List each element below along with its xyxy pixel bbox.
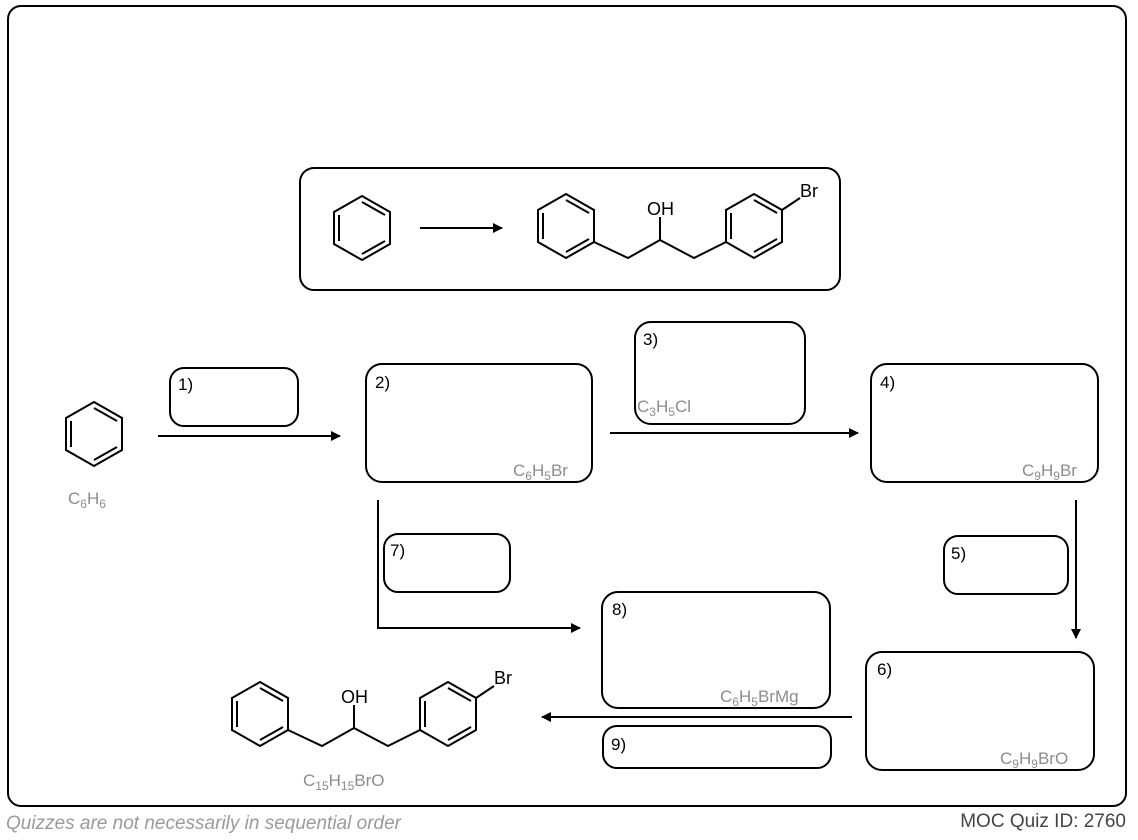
step-1-box[interactable]	[169, 367, 299, 427]
br-label-top: Br	[800, 181, 818, 201]
quiz-frame	[7, 5, 1127, 807]
step-7-label: 7)	[390, 541, 405, 560]
oh-label-bottom: OH	[341, 687, 368, 707]
final-product-icon	[231, 680, 495, 748]
step-8-label: 8)	[612, 600, 627, 619]
oh-label-top: OH	[647, 199, 674, 219]
step-4-label: 4)	[880, 373, 895, 392]
problem-box	[299, 167, 841, 291]
benzene-reactant-icon	[333, 194, 391, 262]
step-9-box[interactable]	[602, 725, 832, 769]
step-2-formula: C6H5Br	[513, 461, 568, 483]
br-label-bottom: Br	[494, 668, 512, 688]
step-6-box[interactable]	[865, 651, 1095, 771]
order-disclaimer: Quizzes are not necessarily in sequentia…	[6, 813, 401, 834]
final-formula: C15H15BrO	[303, 771, 385, 793]
step-2-box[interactable]	[365, 363, 593, 483]
step-4-formula: C9H9Br	[1022, 461, 1077, 483]
step-3-box[interactable]	[634, 321, 806, 425]
step-5-box[interactable]	[943, 535, 1069, 595]
step-3-formula: C3H5Cl	[637, 397, 691, 419]
step-5-label: 5)	[951, 544, 966, 563]
quiz-id: MOC Quiz ID: 2760	[960, 811, 1126, 832]
step-8-box[interactable]	[601, 591, 831, 709]
target-product-icon	[537, 192, 801, 260]
step-9-label: 9)	[611, 735, 626, 754]
step-3-label: 3)	[643, 330, 658, 349]
step-1-label: 1)	[178, 375, 193, 394]
step-8-formula: C6H5BrMg	[720, 687, 799, 709]
benzene-start-icon	[65, 400, 123, 468]
step-4-box[interactable]	[870, 363, 1099, 483]
start-formula: C6H6	[68, 489, 106, 511]
step-6-formula: C9H9BrO	[1000, 749, 1068, 771]
step-7-box[interactable]	[383, 533, 511, 593]
arrow-7	[377, 500, 581, 633]
step-2-label: 2)	[375, 373, 390, 392]
step-6-label: 6)	[877, 660, 892, 679]
